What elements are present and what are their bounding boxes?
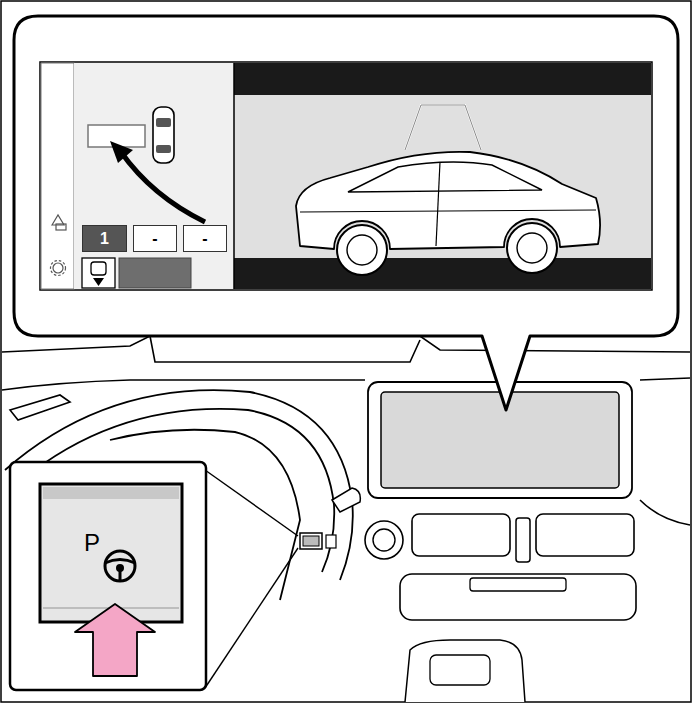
- screen-bezel: [368, 382, 632, 498]
- camera-view: [234, 95, 651, 258]
- start-button: [119, 258, 191, 288]
- knob: [365, 521, 403, 559]
- dash-switch-2: [326, 535, 336, 548]
- car-windows: [348, 162, 542, 192]
- car-belt-line: [300, 210, 596, 212]
- steering-icon-hub: [116, 564, 124, 572]
- switch-shade: [43, 487, 179, 499]
- guide-line: [405, 105, 481, 150]
- bottom-bar: [234, 258, 651, 289]
- knob-inner: [373, 529, 395, 551]
- inset-box: [10, 462, 206, 690]
- car-top-window: [156, 118, 171, 127]
- car-wheel-rim: [517, 233, 547, 263]
- car-wheel: [337, 225, 387, 275]
- top-bar: [234, 63, 651, 95]
- vent: [536, 514, 634, 556]
- console: [400, 574, 636, 620]
- curved-arrow: [121, 152, 205, 222]
- vent: [412, 514, 510, 556]
- leader-line: [205, 548, 298, 688]
- divider: [233, 63, 235, 289]
- node-text: 1: [100, 231, 109, 247]
- dash-switch: [300, 533, 322, 549]
- slot-number-box: 1: [82, 225, 127, 252]
- callout-bubble: [14, 16, 678, 410]
- console-slot: [470, 578, 566, 591]
- car-top-view: [153, 107, 174, 163]
- vent-divider: [516, 518, 530, 562]
- car-top-window: [156, 145, 171, 153]
- dash-switch-face: [303, 536, 319, 546]
- car-wheel: [507, 223, 557, 273]
- car-wheel-rim: [347, 235, 377, 265]
- switch-face: [40, 484, 182, 622]
- shift-panel: [430, 655, 490, 685]
- slot-empty-box: -: [133, 225, 177, 252]
- stalk: [332, 488, 360, 512]
- mode-icon: [91, 262, 106, 275]
- center-screen: [381, 392, 619, 488]
- node-text: -: [202, 231, 207, 247]
- screen: [40, 62, 652, 290]
- curved-arrowhead: [110, 141, 133, 163]
- node-text: -: [152, 231, 157, 247]
- shift-area: [405, 640, 525, 702]
- guide-line: [405, 105, 481, 150]
- car-door-line: [436, 162, 440, 246]
- left-panel: [74, 63, 234, 289]
- steering-icon: [105, 551, 135, 581]
- sidebar: [41, 63, 74, 289]
- mode-button: [82, 258, 115, 288]
- slot-empty-box: -: [183, 225, 227, 252]
- sidebar-icon: [51, 215, 67, 276]
- switch-label: P: [79, 528, 105, 558]
- mode-icon-arrow: [93, 278, 104, 286]
- leader-line: [205, 470, 298, 536]
- press-arrow: [75, 604, 155, 676]
- node-text: P: [84, 531, 100, 555]
